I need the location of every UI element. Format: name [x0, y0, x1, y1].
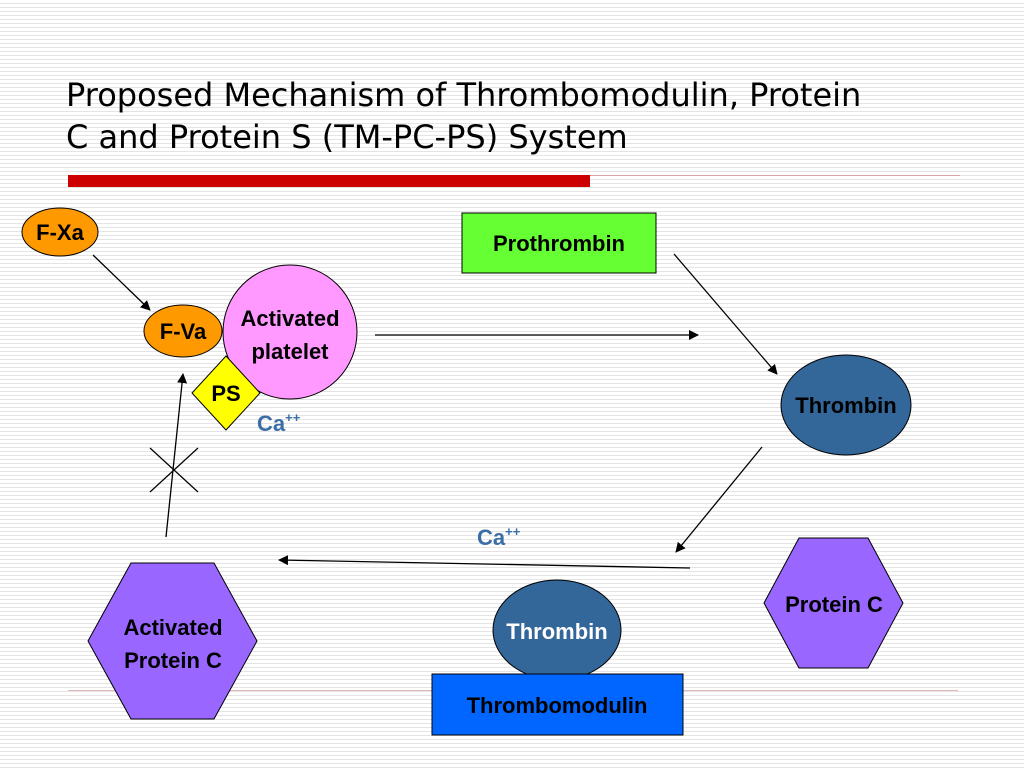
node-thrombomodulin: Thrombomodulin — [431, 673, 684, 736]
ps-label: PS — [211, 381, 240, 406]
arrow-fxa-to-fva — [92, 254, 151, 311]
node-fva: F-Va — [143, 304, 223, 358]
title-line-1: Proposed Mechanism of Thrombomodulin, Pr… — [66, 76, 862, 114]
fxa-label: F-Xa — [36, 220, 84, 245]
apc-label-line-2: Protein C — [124, 648, 222, 673]
node-ps: PS — [191, 355, 261, 431]
prothrombin-label: Prothrombin — [493, 231, 625, 256]
platelet-label-line-2: platelet — [251, 339, 329, 364]
node-thrombin-bottom: Thrombin — [492, 579, 622, 681]
node-activated-protein-c: Activated Protein C — [87, 562, 258, 720]
protein-c-label: Protein C — [785, 592, 883, 617]
thrombin-right-label: Thrombin — [795, 393, 896, 418]
calcium-label-platelet: Ca++ — [257, 410, 301, 436]
title-accent-bar — [68, 175, 590, 187]
arrow-thrombin-down — [675, 446, 763, 553]
arrow-apc-up-to-fva — [165, 373, 188, 538]
title-line-2: C and Protein S (TM-PC-PS) System — [66, 118, 628, 156]
calcium-label-bottom: Ca++ — [477, 524, 521, 550]
thrombomodulin-label: Thrombomodulin — [467, 693, 648, 718]
node-activated-platelet: Activated platelet — [222, 264, 358, 400]
fva-label: F-Va — [160, 319, 207, 344]
node-prothrombin: Prothrombin — [461, 212, 657, 274]
node-protein-c: Protein C — [763, 537, 904, 669]
slide-title: Proposed Mechanism of Thrombomodulin, Pr… — [66, 74, 966, 158]
arrow-to-activated-protein-c — [278, 555, 691, 569]
node-thrombin-right: Thrombin — [780, 354, 912, 456]
thrombin-bottom-label: Thrombin — [506, 619, 607, 644]
node-fxa: F-Xa — [21, 207, 99, 257]
inhibition-cross-icon — [149, 447, 199, 493]
arrow-prothrombin-to-thrombin — [673, 253, 778, 375]
title-divider-line — [590, 175, 960, 176]
apc-label-line-1: Activated — [123, 615, 222, 640]
platelet-label-line-1: Activated — [240, 306, 339, 331]
